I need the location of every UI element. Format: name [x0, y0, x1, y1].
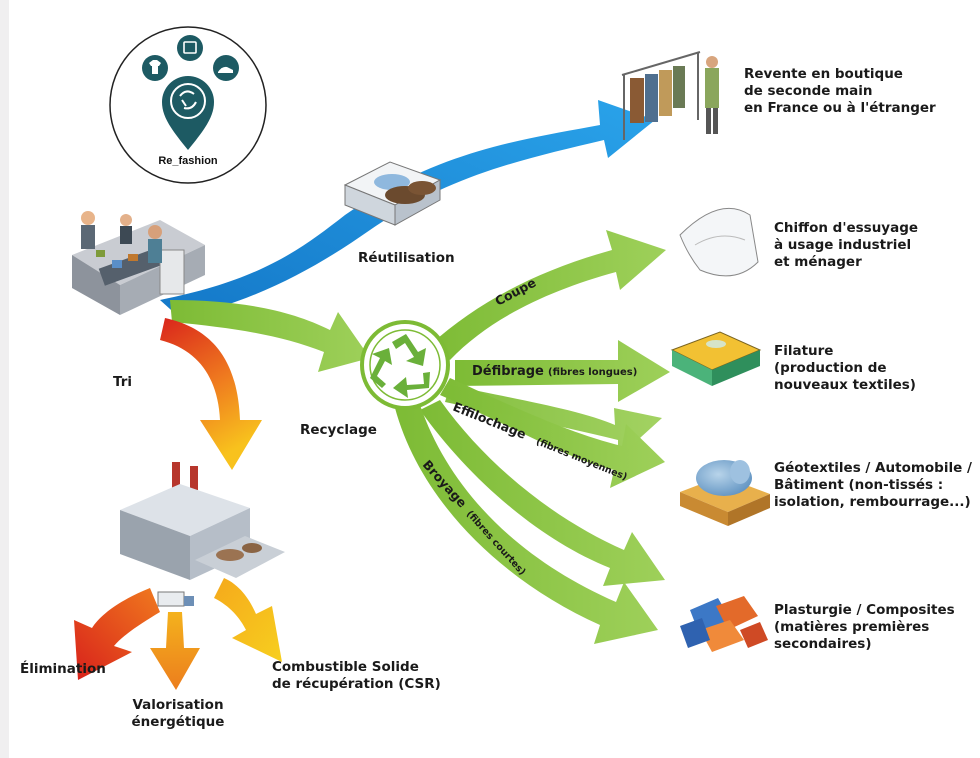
revente-label: Revente en boutique de seconde main en F…	[744, 66, 936, 116]
defibrage-label: Défibrage	[472, 364, 544, 379]
broyage-arrow	[395, 405, 658, 644]
plasturgie-label: Plasturgie / Composites (matières premiè…	[774, 602, 955, 652]
recyclage-label: Recyclage	[300, 422, 377, 438]
logo-text: Re_fashion	[158, 155, 218, 167]
plastic-composites-illustration	[680, 596, 768, 652]
defibrage-note: (fibres longues)	[548, 367, 637, 378]
pants-icon	[177, 35, 203, 61]
re-fashion-logo: Re_fashion	[109, 26, 267, 184]
chiffon-label: Chiffon d'essuyage à usage industriel et…	[774, 220, 919, 270]
disposal-arrow	[160, 318, 262, 470]
branch-to-plasturgie-a	[420, 400, 665, 586]
defibrage-arrow	[455, 340, 670, 402]
csr-arrow	[214, 578, 282, 662]
csr-label: Combustible Solide de récupération (CSR)	[272, 659, 441, 692]
clothing-rack-illustration	[621, 51, 719, 140]
valorisation-arrow	[150, 612, 200, 690]
elimination-label: Élimination	[20, 661, 106, 677]
reuse-arrow	[160, 100, 655, 318]
valorisation-label: Valorisation énergétique	[131, 697, 225, 730]
incineration-plant-illustration	[120, 462, 285, 607]
second-hand-clothes-illustration	[343, 161, 442, 226]
yarn-textile-illustration	[670, 331, 762, 386]
page-edge-band	[0, 0, 9, 758]
tri-label: Tri	[113, 374, 133, 390]
recycling-branches	[395, 230, 670, 644]
location-pin-icon	[161, 75, 214, 150]
coupe-arrow	[430, 230, 666, 360]
sorting-station-illustration	[72, 211, 205, 315]
reutilisation-label: Réutilisation	[358, 250, 455, 266]
recycling-symbol-icon	[360, 320, 450, 410]
insulation-roll-illustration	[680, 460, 770, 526]
filature-label: Filature (production de nouveaux textile…	[774, 343, 916, 393]
geotextiles-label: Géotextiles / Automobile / Bâtiment (non…	[774, 460, 972, 510]
cloth-rag-illustration	[679, 207, 759, 277]
elimination-arrow	[74, 588, 160, 680]
branch-to-filature	[445, 385, 662, 458]
recycling-arrow	[170, 300, 370, 372]
defibrage-label-group: Défibrage (fibres longues)	[472, 364, 637, 379]
